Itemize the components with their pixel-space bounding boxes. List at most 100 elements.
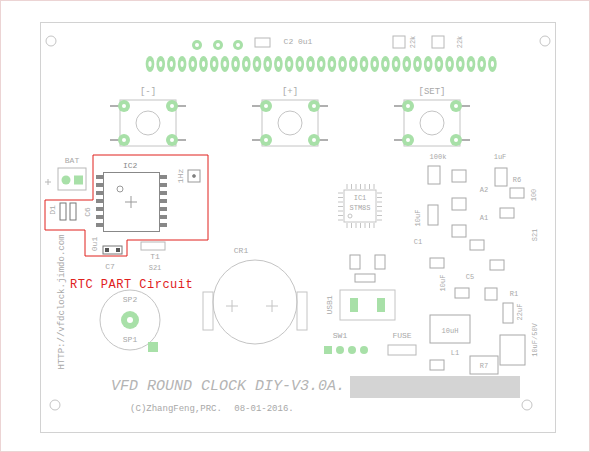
- silkscreen-stroke: [452, 198, 466, 210]
- mounting-holes: [46, 36, 550, 410]
- silkscreen-label: 1Hz: [177, 169, 185, 183]
- silkscreen-stroke: [428, 205, 438, 225]
- silkscreen-stroke: [430, 360, 444, 370]
- silkscreen-stroke: [96, 207, 103, 211]
- silkscreen-stroke: [540, 36, 550, 46]
- silkscreen-label: 1uF: [494, 154, 507, 161]
- silkscreen-stroke: [277, 61, 280, 67]
- silkscreen-stroke: [96, 183, 103, 187]
- diode-d1: [60, 203, 76, 220]
- silkscreen-stroke: [328, 56, 337, 72]
- silkscreen-label: R1: [510, 291, 518, 298]
- silkscreen-stroke: [122, 138, 126, 142]
- silkscreen-stroke: [210, 56, 219, 72]
- silkscreen-stroke: [469, 61, 472, 67]
- silkscreen-stroke: [285, 56, 294, 72]
- silkscreen-stroke: [166, 100, 178, 112]
- silkscreen-stroke: [373, 61, 376, 67]
- silkscreen-stroke: [388, 345, 416, 355]
- silkscreen-stroke: [127, 317, 133, 323]
- silkscreen-stroke: [213, 260, 297, 344]
- silkscreen-stroke: [355, 274, 375, 282]
- silkscreen-label: T1: [150, 253, 160, 261]
- silkscreen-stroke: [420, 111, 444, 135]
- silkscreen-stroke: [491, 61, 494, 67]
- silkscreen-stroke: [296, 56, 305, 72]
- silkscreen-stroke: [455, 288, 469, 298]
- silkscreen-stroke: [297, 292, 307, 330]
- silkscreen-label: SP1: [123, 336, 137, 344]
- silkscreen-stroke: [503, 303, 513, 323]
- silkscreen-stroke: [351, 184, 352, 189]
- silkscreen-stroke: [188, 170, 200, 182]
- silkscreen-stroke: [96, 223, 103, 227]
- silkscreen-stroke: [377, 197, 382, 198]
- silkscreen-stroke: [232, 300, 233, 312]
- silkscreen-stroke: [360, 346, 368, 354]
- silkscreen-stroke: [452, 225, 466, 237]
- silkscreen-stroke: [403, 56, 412, 72]
- fuse: [388, 345, 416, 355]
- silkscreen-stroke: [370, 56, 379, 72]
- silkscreen-label: 10uH: [442, 328, 459, 335]
- silkscreen-stroke: [105, 248, 109, 252]
- silkscreen-stroke: [298, 61, 301, 67]
- silkscreen-stroke: [58, 168, 86, 190]
- silkscreen-stroke: [338, 197, 343, 198]
- silkscreen-stroke: [308, 100, 320, 112]
- silkscreen-stroke: [167, 56, 176, 72]
- silkscreen-stroke: [377, 220, 382, 221]
- silkscreen-stroke: [50, 400, 60, 410]
- silkscreen-stroke: [338, 220, 343, 221]
- silkscreen-stroke: [392, 56, 401, 72]
- silkscreen-stroke: [347, 223, 348, 228]
- silkscreen-stroke: [330, 61, 333, 67]
- silkscreen-stroke: [360, 223, 361, 228]
- silkscreen-stroke: [427, 61, 430, 67]
- silkscreen-stroke: [48, 179, 49, 185]
- silkscreen-stroke: [122, 104, 126, 108]
- silkscreen-stroke: [500, 208, 514, 218]
- silkscreen-label: C2 0u1: [284, 38, 313, 46]
- mcu-ic1: [338, 184, 382, 228]
- vfd-header-pads: [146, 56, 497, 72]
- silkscreen-stroke: [308, 134, 320, 146]
- silkscreen-stroke: [341, 61, 344, 67]
- ic2-pads: [96, 175, 167, 227]
- silkscreen-stroke: [45, 155, 208, 256]
- silkscreen-stroke: [377, 193, 382, 194]
- silkscreen-label: L1: [451, 350, 459, 357]
- silkscreen-stroke: [136, 111, 160, 135]
- silkscreen-stroke: [430, 315, 470, 343]
- silkscreen-stroke: [448, 61, 451, 67]
- silkscreen-stroke: [160, 223, 167, 227]
- silkscreen-stroke: [192, 40, 202, 50]
- silkscreen-stroke: [338, 56, 347, 72]
- silkscreen-stroke: [100, 290, 160, 350]
- smd-caps-top: [255, 36, 444, 48]
- silkscreen-stroke: [166, 134, 178, 146]
- silkscreen-stroke: [495, 168, 507, 186]
- silkscreen-label: 10uF: [415, 210, 422, 227]
- pin-header-3: [192, 40, 243, 50]
- usb-connector: [340, 290, 395, 320]
- silkscreen-stroke: [202, 61, 205, 67]
- silkscreen-stroke: [406, 138, 410, 142]
- silkscreen-stroke: [160, 215, 167, 219]
- silkscreen-stroke: [416, 61, 419, 67]
- silkscreen-stroke: [46, 36, 56, 46]
- silkscreen-stroke: [213, 40, 223, 50]
- silkscreen-stroke: [480, 61, 483, 67]
- silkscreen-stroke: [156, 56, 165, 72]
- silkscreen-stroke: [362, 61, 365, 67]
- silkscreen-stroke: [274, 56, 283, 72]
- ic-chip: IC2: [103, 172, 160, 232]
- part-name: IC2: [123, 162, 137, 170]
- battery-connector: [45, 168, 86, 190]
- silkscreen-stroke: [96, 215, 103, 219]
- silkscreen-stroke: [338, 206, 343, 207]
- silkscreen-stroke: [336, 346, 344, 354]
- silkscreen-label: C6: [84, 207, 92, 217]
- coin-cell-holder: [203, 260, 307, 344]
- silkscreen-stroke: [117, 186, 123, 192]
